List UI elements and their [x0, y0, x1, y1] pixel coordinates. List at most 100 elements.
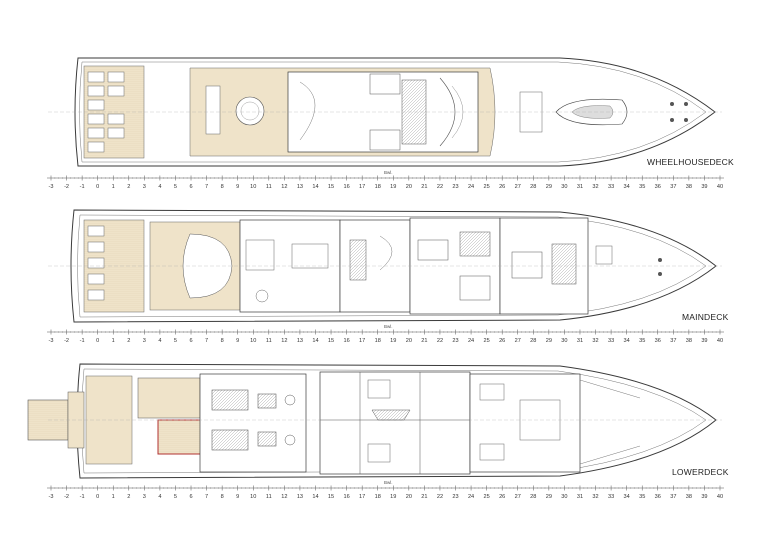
scale-tick-label: 6 [189, 184, 192, 190]
scale-tick-label: 12 [281, 184, 287, 190]
scale-tick-label: 1 [112, 184, 115, 190]
scale-tick-label: -2 [64, 338, 69, 344]
scale-tick-label: 11 [266, 184, 272, 190]
scale-tick-label: 16 [343, 338, 349, 344]
scale-tick-label: 37 [670, 184, 676, 190]
scale-tick-label: 20 [406, 494, 412, 500]
scale-tick-label: 6 [189, 338, 192, 344]
scale-tick-label: 37 [670, 338, 676, 344]
wheelhouse-deck-plan: WHEELHOUSEDECK [48, 57, 734, 167]
scale-tick-label: 29 [546, 338, 552, 344]
scale-tick-label: 4 [158, 494, 161, 500]
scale-tick-label: 0 [96, 494, 99, 500]
scale-tick-label: 29 [546, 494, 552, 500]
main-deck-plan: MAINDECK [48, 209, 729, 323]
scale-tick-label: 19 [390, 184, 396, 190]
scale-tick-label: 27 [515, 184, 521, 190]
scale-tick-label: -2 [64, 494, 69, 500]
scale-tick-label: 13 [297, 494, 303, 500]
scale-tick-label: 7 [205, 494, 208, 500]
garage-area [137, 377, 201, 419]
frame-marker-label: Bwl. [384, 480, 393, 485]
scale-tick-label: 33 [608, 494, 614, 500]
scale-tick-label: 25 [484, 338, 490, 344]
scale-tick-label: 10 [250, 338, 256, 344]
scale-tick-label: 11 [266, 494, 272, 500]
scale-tick-label: 39 [701, 494, 707, 500]
scale-tick-label: 20 [406, 184, 412, 190]
highlighted-room [157, 419, 203, 455]
lower-deck-label: LOWERDECK [672, 467, 729, 477]
scale-tick-label: 24 [468, 338, 474, 344]
scale-tick-label: 39 [701, 184, 707, 190]
scale-tick-label: 3 [143, 494, 146, 500]
scale-tick-label: 17 [359, 338, 365, 344]
scale-tick-label: 15 [328, 338, 334, 344]
scale-tick-label: 16 [343, 184, 349, 190]
scale-tick-label: 38 [686, 338, 692, 344]
main-deck-label: MAINDECK [682, 312, 729, 322]
scale-tick-label: 9 [236, 494, 239, 500]
scale-tick-label: 4 [158, 184, 161, 190]
scale-tick-label: 4 [158, 338, 161, 344]
scale-tick-label: -3 [49, 494, 54, 500]
scale-tick-label: 31 [577, 184, 583, 190]
scale-tick-label: 0 [96, 184, 99, 190]
scale-tick-label: 35 [639, 494, 645, 500]
scale-tick-label: 21 [421, 494, 427, 500]
scale-tick-label: 35 [639, 338, 645, 344]
scale-tick-label: 2 [127, 184, 130, 190]
scale-tick-label: 12 [281, 494, 287, 500]
scale-tick-label: 18 [375, 184, 381, 190]
scale-tick-label: 15 [328, 184, 334, 190]
round-dining-table [235, 96, 265, 126]
scale-tick-label: 5 [174, 338, 177, 344]
crew-quarters [469, 373, 581, 473]
scale-tick-label: 30 [561, 494, 567, 500]
scale-tick-label: 36 [655, 338, 661, 344]
scale-tick-label: 27 [515, 494, 521, 500]
scale-tick-label: 32 [592, 184, 598, 190]
scale-tick-label: 10 [250, 494, 256, 500]
scale-tick-label: 18 [375, 338, 381, 344]
scale-tick-label: 0 [96, 338, 99, 344]
scale-tick-label: 9 [236, 338, 239, 344]
scale-tick-label: 3 [143, 184, 146, 190]
scale-tick-label: 14 [312, 338, 318, 344]
scale-tick-label: 8 [221, 338, 224, 344]
scale-tick-label: 31 [577, 494, 583, 500]
scale-tick-label: 23 [452, 494, 458, 500]
scale-tick-label: 5 [174, 494, 177, 500]
scale-tick-label: 24 [468, 494, 474, 500]
scale-tick-label: 40 [717, 494, 723, 500]
guest-cabins [319, 371, 471, 475]
scale-tick-label: 29 [546, 184, 552, 190]
scale-tick-label: 27 [515, 338, 521, 344]
scale-tick-label: 7 [205, 338, 208, 344]
scale-tick-label: 23 [452, 338, 458, 344]
scale-tick-label: 28 [530, 494, 536, 500]
scale-tick-label: 3 [143, 338, 146, 344]
scale-tick-label: 10 [250, 184, 256, 190]
wheelhouse-deck-label: WHEELHOUSEDECK [647, 157, 734, 167]
scale-tick-label: -1 [80, 338, 85, 344]
scale-tick-label: 30 [561, 184, 567, 190]
scale-tick-label: 1 [112, 338, 115, 344]
scale-tick-label: -1 [80, 494, 85, 500]
scale-tick-label: 25 [484, 184, 490, 190]
scale-tick-label: 2 [127, 494, 130, 500]
scale-tick-label: 6 [189, 494, 192, 500]
frame-marker-label: Bwl. [384, 170, 393, 175]
scale-tick-label: 5 [174, 184, 177, 190]
scale-tick-label: 34 [624, 338, 630, 344]
scale-tick-label: 15 [328, 494, 334, 500]
scale-tick-label: 33 [608, 338, 614, 344]
scale-tick-label: 28 [530, 184, 536, 190]
scale-tick-label: 11 [266, 338, 272, 344]
engine-room [199, 373, 307, 473]
scale-tick-label: 18 [375, 494, 381, 500]
scale-tick-label: 17 [359, 184, 365, 190]
scale-tick-label: 37 [670, 494, 676, 500]
scale-tick-label: -2 [64, 184, 69, 190]
scale-tick-label: 35 [639, 184, 645, 190]
